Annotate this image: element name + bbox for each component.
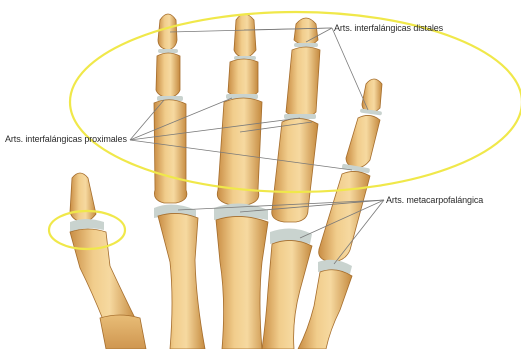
- label-proximal-interphalangeal-joints: Arts. interfalángicas proximales: [5, 134, 127, 144]
- middle-middle-phalanx: [228, 59, 258, 98]
- index-middle-phalanx: [156, 53, 180, 98]
- index-metacarpal: [158, 213, 205, 349]
- label-distal-interphalangeal-joints: Arts. interfalángicas distales: [334, 23, 443, 33]
- middle-metacarpal: [216, 216, 268, 349]
- thumb-proximal-phalanx: [70, 229, 136, 322]
- little-metacarpal: [298, 270, 352, 349]
- leader-distal-middle: [244, 28, 332, 30]
- index-finger-bones: [154, 14, 205, 349]
- little-middle-phalanx: [346, 115, 380, 168]
- thumb-bones: [70, 173, 146, 349]
- middle-distal-phalanx: [234, 14, 256, 58]
- thumb-distal-phalanx: [70, 173, 96, 222]
- ring-dip-cartilage: [294, 43, 318, 47]
- index-proximal-phalanx: [154, 100, 187, 203]
- label-metacarpophalangeal-joint: Arts. metacarpofalángica: [386, 195, 483, 205]
- index-dip-cartilage: [158, 49, 178, 53]
- ring-middle-phalanx: [286, 47, 320, 118]
- little-proximal-phalanx: [319, 171, 370, 262]
- middle-finger-bones: [214, 14, 268, 349]
- ring-finger-bones: [262, 18, 320, 349]
- thumb-metacarpal-head: [100, 315, 146, 349]
- little-finger-bones: [298, 79, 382, 349]
- ring-metacarpal: [262, 240, 312, 349]
- leader-distal-little: [332, 28, 368, 110]
- little-distal-phalanx: [362, 79, 382, 113]
